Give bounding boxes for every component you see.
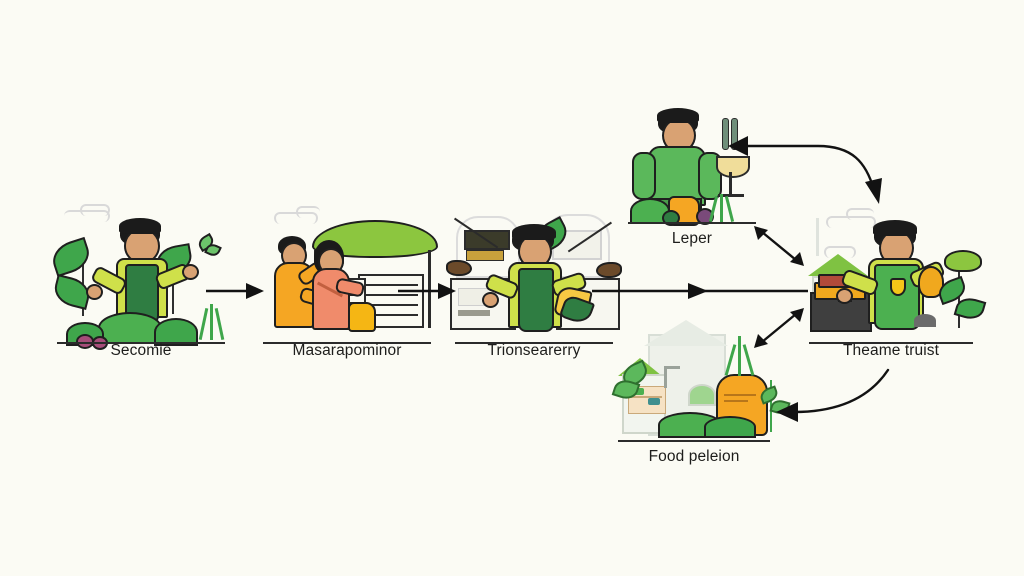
node-label-masarapominor: Masarapominor [292, 342, 402, 359]
node-masarapominor[interactable]: Masarapominor [252, 196, 442, 366]
ground-line [57, 342, 225, 344]
node-leper[interactable]: Leper [612, 102, 772, 252]
node-label-secomie: Secomie [110, 342, 172, 359]
ground-line [809, 342, 973, 344]
farmer-harvesting-crops-illustration [46, 196, 236, 366]
food-pavilion-greenhouse-illustration [604, 320, 791, 478]
node-label-trionsearerry: Trionsearerry [487, 342, 581, 359]
ground-line [454, 342, 614, 344]
ground-line [263, 342, 431, 344]
ground-line [628, 222, 756, 224]
arrow-trionsearerry-to-theame-truist [592, 283, 808, 299]
node-theame-truist[interactable]: Theame truist [798, 196, 987, 366]
arrow-masarapominor-to-trionsearerry [398, 283, 456, 299]
vendor-at-counter-illustration [798, 196, 987, 366]
food-processing-worker-illustration [444, 196, 624, 366]
node-label-theame-truist: Theame truist [842, 342, 940, 359]
ground-line [618, 440, 770, 442]
node-trionsearerry[interactable]: Trionsearerry [444, 196, 624, 366]
arrow-food-peleion-theame-truist-double [754, 308, 804, 348]
market-stall-two-vendors-illustration [252, 196, 442, 366]
node-food-peleion[interactable]: Food peleion [604, 320, 791, 478]
arrow-secomie-to-masarapominor [206, 283, 264, 299]
node-secomie[interactable]: Secomie [46, 196, 236, 366]
arrow-theame-truist-to-food-peleion-curved [776, 368, 890, 422]
arrow-leper-theame-truist-double [754, 226, 804, 266]
node-label-leper: Leper [671, 230, 713, 247]
node-label-food-peleion: Food peleion [648, 448, 740, 465]
person-with-vegetables-and-cutlery-illustration [612, 102, 772, 252]
arrow-theame-truist-to-leper-curved [728, 136, 882, 204]
